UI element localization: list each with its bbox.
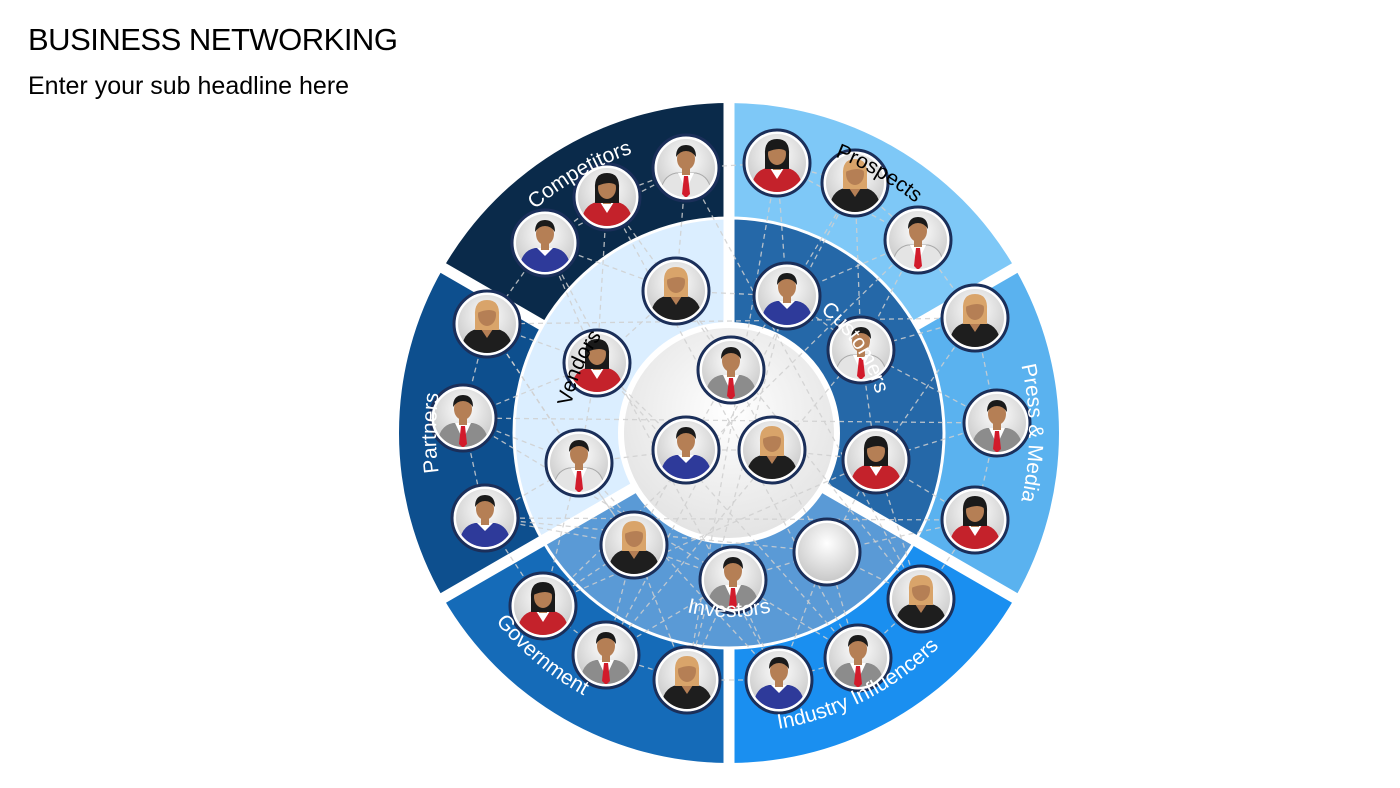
- person-avatar-icon: [572, 162, 642, 232]
- label-investors-text: Investors: [686, 595, 773, 623]
- person-avatar-icon: [599, 510, 669, 580]
- person-avatar-icon: [544, 428, 614, 498]
- person-avatar-icon: [940, 485, 1010, 555]
- connection-line: [685, 167, 922, 600]
- connection-line: [484, 517, 976, 521]
- person-avatar-icon: [652, 645, 722, 715]
- connection-line: [542, 459, 877, 607]
- page-subtitle: Enter your sub headline here: [28, 72, 350, 100]
- label-partners: Partners: [418, 391, 444, 474]
- person-avatar-icon: [752, 261, 822, 331]
- person-avatar-icon: [696, 335, 766, 405]
- connection-line: [542, 462, 580, 607]
- person-avatar-icon: [940, 283, 1010, 353]
- connection-line: [920, 519, 976, 600]
- connection-line: [462, 417, 734, 581]
- person-avatar-icon: [737, 415, 807, 485]
- person-avatar-icon: [744, 645, 814, 715]
- empty-person-slot: [792, 517, 862, 587]
- label-investors: Investors: [686, 595, 773, 623]
- person-avatar-icon: [651, 133, 721, 203]
- connection-line: [605, 579, 734, 656]
- center-circle: [618, 322, 840, 544]
- connection-line: [730, 295, 788, 371]
- person-avatar-icon: [510, 208, 580, 278]
- segment-divider: [436, 482, 639, 605]
- person-avatar-icon: [742, 128, 812, 198]
- connection-line: [675, 290, 732, 371]
- person-avatar-icon: [508, 571, 578, 641]
- people-nodes: [428, 128, 1032, 715]
- connection-line: [732, 579, 859, 659]
- segment-divider: [819, 482, 1022, 605]
- label-partners-text: Partners: [418, 391, 444, 474]
- person-avatar-icon: [571, 620, 641, 690]
- ring-divider: [512, 216, 946, 650]
- person-avatar-icon: [883, 205, 953, 275]
- person-avatar-icon: [823, 623, 893, 693]
- connection-line: [605, 349, 862, 656]
- person-avatar-icon: [841, 425, 911, 495]
- person-avatar-icon: [651, 415, 721, 485]
- connection-line: [462, 323, 488, 419]
- connection-line: [578, 462, 780, 681]
- connection-line: [486, 317, 976, 325]
- person-avatar-icon: [820, 148, 890, 218]
- person-avatar-icon: [450, 483, 520, 553]
- person-avatar-icon: [826, 315, 896, 385]
- connection-line: [686, 162, 778, 681]
- page-title: BUSINESS NETWORKING: [28, 22, 398, 57]
- segment-layer: [398, 99, 1059, 767]
- connection-line: [462, 417, 998, 424]
- connection-line: [917, 239, 976, 319]
- connection-line: [686, 295, 788, 681]
- person-avatar-icon: [428, 383, 498, 453]
- connection-line: [596, 362, 859, 659]
- person-avatar-icon: [452, 289, 522, 359]
- connection-line: [606, 196, 859, 659]
- person-avatar-icon: [886, 564, 956, 634]
- person-avatar-icon: [962, 388, 1032, 458]
- person-avatar-icon: [562, 328, 632, 398]
- person-avatar-icon: [698, 545, 768, 615]
- person-avatar-icon: [641, 256, 711, 326]
